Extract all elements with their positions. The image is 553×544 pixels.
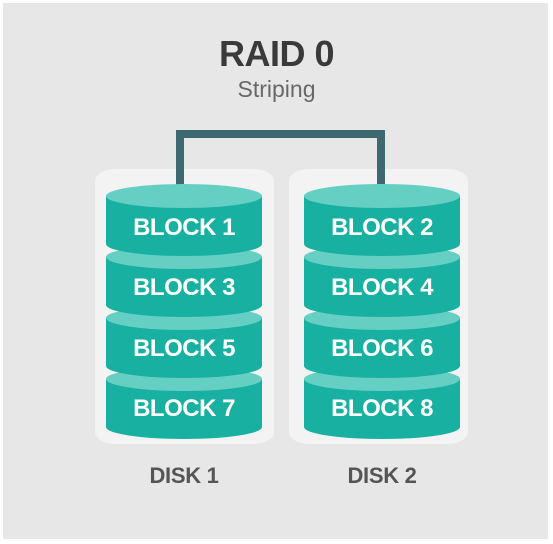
diagram-subtitle: Striping	[237, 76, 316, 102]
striping-connector	[176, 130, 385, 196]
disk-2-block-2-label: BLOCK 4	[331, 274, 433, 301]
block-cylinder-body	[106, 379, 262, 439]
block-cylinder-body	[304, 196, 460, 256]
diagram-title: RAID 0	[218, 33, 335, 74]
block-cylinder-top	[106, 184, 262, 208]
disk-1-block-1	[106, 184, 262, 256]
block-cylinder-body	[304, 257, 460, 317]
block-cylinder-body	[106, 196, 262, 256]
disk-1-block-2-label: BLOCK 3	[133, 274, 235, 301]
block-cylinder-body	[304, 379, 460, 439]
disk-2-block-4-label: BLOCK 8	[331, 395, 433, 422]
disk-1-block-3-label: BLOCK 5	[133, 335, 235, 362]
disk-2-block-1	[304, 184, 460, 256]
disk-1-label: DISK 1	[149, 463, 219, 488]
block-cylinder-body	[304, 318, 460, 378]
block-cylinder-body	[106, 318, 262, 378]
disk-1-block-1-label: BLOCK 1	[133, 214, 235, 241]
disk-1-block-4-label: BLOCK 7	[133, 395, 235, 422]
block-cylinder-top	[304, 184, 460, 208]
disk-2-label: DISK 2	[347, 463, 417, 488]
disk-2-block-3-label: BLOCK 6	[331, 335, 433, 362]
disk-2-block-1-label: BLOCK 2	[331, 214, 433, 241]
block-cylinder-body	[106, 257, 262, 317]
